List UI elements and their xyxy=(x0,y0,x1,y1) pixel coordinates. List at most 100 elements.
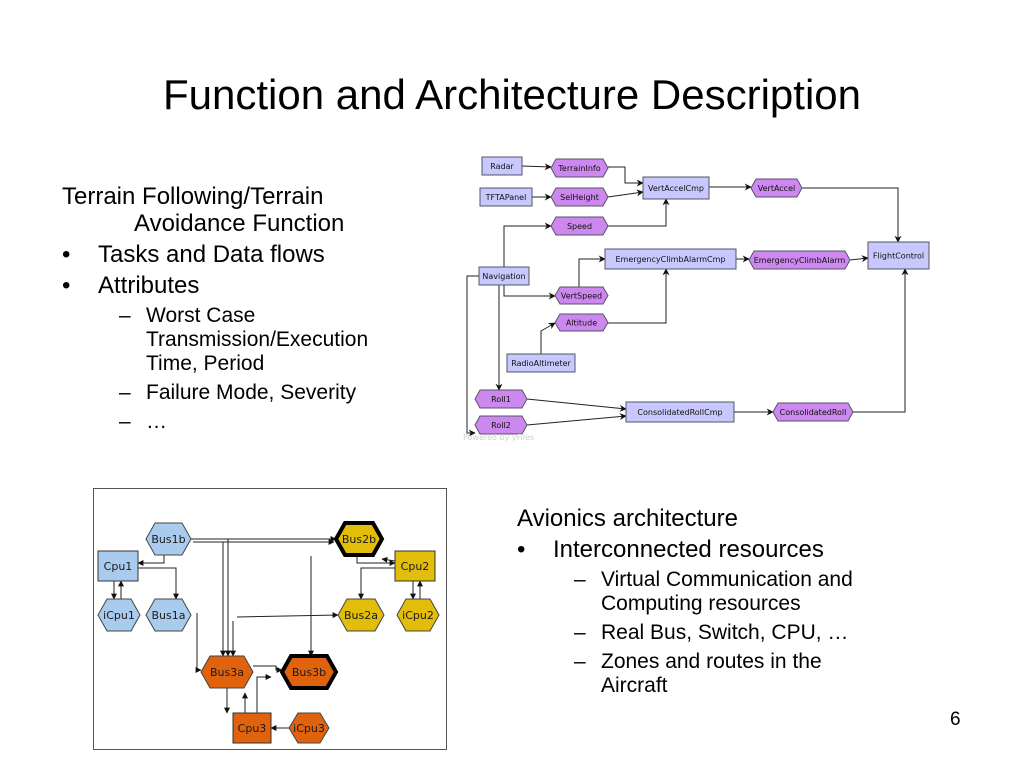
architecture-description: Avionics architecture • Interconnected r… xyxy=(517,505,937,698)
node-label: Cpu1 xyxy=(104,560,133,573)
edge-emergency-climb-alarm-to-flight-control xyxy=(849,255,869,263)
bullet-marker: • xyxy=(62,272,71,299)
task-flight-control[interactable]: FlightControl xyxy=(867,241,930,270)
dataflow-label: VertAccel xyxy=(758,184,795,193)
link-3 xyxy=(138,567,179,600)
dataflow-vert-accel[interactable]: VertAccel xyxy=(750,178,803,198)
task-box xyxy=(867,241,930,270)
yfiles-watermark: Powered by yFiles xyxy=(463,433,534,442)
edge-navigation-to-vert-speed xyxy=(503,285,556,300)
dataflow-hexagon xyxy=(474,415,528,435)
node-label: Bus1b xyxy=(151,533,185,546)
bullet-tasks: • Tasks and Data flows xyxy=(62,241,442,268)
link-14 xyxy=(236,612,339,619)
dataflow-vert-speed[interactable]: VertSpeed xyxy=(554,286,609,305)
heading-line-2: Avoidance Function xyxy=(134,210,345,237)
dataflow-hexagon xyxy=(772,402,854,422)
dash-marker: – xyxy=(119,304,131,327)
edge-terrain-info-to-vert-accel-cmp xyxy=(608,166,644,187)
sub-bullet-zones: – Zones and routes in the Aircraft xyxy=(517,650,937,698)
dash-marker: – xyxy=(574,568,586,591)
dataflow-hexagon xyxy=(750,178,803,198)
hexagon-shape xyxy=(200,655,254,689)
dataflow-speed[interactable]: Speed xyxy=(550,216,609,236)
dataflow-label: TerrainInfo xyxy=(557,164,600,173)
bus-bus1a[interactable]: Bus1a xyxy=(145,598,192,632)
sub-text-line: Zones and routes in the xyxy=(601,650,822,673)
dash-marker: – xyxy=(574,621,586,644)
architecture-heading: Avionics architecture xyxy=(517,505,738,532)
bus-bus1b[interactable]: Bus1b xyxy=(145,522,192,556)
sub-bullet-real-bus: – Real Bus, Switch, CPU, … xyxy=(517,621,937,645)
bullet-marker: • xyxy=(517,536,526,563)
task-radar[interactable]: Radar xyxy=(481,156,523,176)
dataflow-terrain-info[interactable]: TerrainInfo xyxy=(550,158,609,178)
sub-text: … xyxy=(146,410,167,433)
edge-navigation-to-roll2 xyxy=(466,275,479,437)
hexagon-shape xyxy=(396,598,440,632)
node-label: iCpu3 xyxy=(293,722,325,735)
dash-marker: – xyxy=(574,650,586,673)
task-radio-altimeter[interactable]: RadioAltimeter xyxy=(506,353,576,373)
task-label: Navigation xyxy=(482,272,525,281)
dataflow-sel-height[interactable]: SelHeight xyxy=(550,187,609,207)
edge-vert-accel-to-flight-control xyxy=(802,187,902,243)
dataflow-label: Roll2 xyxy=(491,421,511,430)
dataflow-roll2[interactable]: Roll2 xyxy=(474,415,528,435)
cpu-cpu3[interactable]: Cpu3 xyxy=(232,712,272,744)
dataflow-hexagon xyxy=(554,286,609,305)
cpu-box xyxy=(97,550,139,582)
task-emergency-climb-alarm-cmp[interactable]: EmergencyClimbAlarmCmp xyxy=(604,248,737,270)
edge-radar-to-terrain-info xyxy=(521,163,552,171)
edge-altitude-to-emergency-climb-alarm-cmp xyxy=(608,268,670,324)
sub-text: Real Bus, Switch, CPU, … xyxy=(601,621,849,644)
dash-marker: – xyxy=(119,410,131,433)
dataflow-emergency-climb-alarm[interactable]: EmergencyClimbAlarm xyxy=(748,250,851,270)
interface-icpu3[interactable]: iCpu3 xyxy=(288,712,330,744)
interface-icpu1[interactable]: iCpu1 xyxy=(97,598,141,632)
cpu-box xyxy=(232,712,272,744)
bullet-interconnected: • Interconnected resources xyxy=(517,536,937,563)
task-consolidated-roll-cmp[interactable]: ConsolidatedRollCmp xyxy=(625,401,735,423)
task-box xyxy=(478,266,530,286)
node-label: Bus3b xyxy=(292,666,326,679)
task-box xyxy=(604,248,737,270)
node-label: Cpu3 xyxy=(238,722,267,735)
sub-bullet-virtual: – Virtual Communication and Computing re… xyxy=(517,568,937,616)
dataflow-hexagon xyxy=(550,187,609,207)
bullet-text: Interconnected resources xyxy=(553,536,824,563)
dataflow-altitude[interactable]: Altitude xyxy=(554,313,609,332)
sub-bullet-failure-mode: – Failure Mode, Severity xyxy=(62,381,442,405)
dataflow-hexagon xyxy=(748,250,851,270)
task-box xyxy=(481,156,523,176)
sub-text-line: Worst Case xyxy=(146,304,256,327)
bus-bus3a[interactable]: Bus3a xyxy=(200,655,254,689)
dataflow-consolidated-roll[interactable]: ConsolidatedRoll xyxy=(772,402,854,422)
hexagon-shape xyxy=(97,598,141,632)
task-label: VertAccelCmp xyxy=(648,184,704,193)
bullet-marker: • xyxy=(62,241,71,268)
dataflow-hexagon xyxy=(474,389,528,409)
cpu-cpu2[interactable]: Cpu2 xyxy=(394,550,436,582)
task-label: EmergencyClimbAlarmCmp xyxy=(615,255,725,264)
task-vert-accel-cmp[interactable]: VertAccelCmp xyxy=(642,176,710,200)
sub-text-line: Virtual Communication and xyxy=(601,568,853,591)
sub-bullet-worst-case: – Worst Case Transmission/Execution Time… xyxy=(62,304,442,376)
bus-bus2b[interactable]: Bus2b xyxy=(333,521,385,557)
edge-roll2-to-consolidated-roll-cmp xyxy=(526,413,627,426)
sub-text-line: Time, Period xyxy=(146,352,265,375)
link-6 xyxy=(358,567,395,600)
cpu-cpu1[interactable]: Cpu1 xyxy=(97,550,139,582)
bus-bus2a[interactable]: Bus2a xyxy=(337,598,385,632)
task-label: ConsolidatedRollCmp xyxy=(637,408,722,417)
edge-navigation-to-speed xyxy=(503,222,552,267)
bus-bus3b[interactable]: Bus3b xyxy=(279,654,339,690)
task-label: Radar xyxy=(490,162,514,171)
sub-text: Failure Mode, Severity xyxy=(146,381,357,404)
task-navigation[interactable]: Navigation xyxy=(478,266,530,286)
dataflow-roll1[interactable]: Roll1 xyxy=(474,389,528,409)
task-tftapanel[interactable]: TFTAPanel xyxy=(479,187,533,207)
interface-icpu2[interactable]: iCpu2 xyxy=(396,598,440,632)
